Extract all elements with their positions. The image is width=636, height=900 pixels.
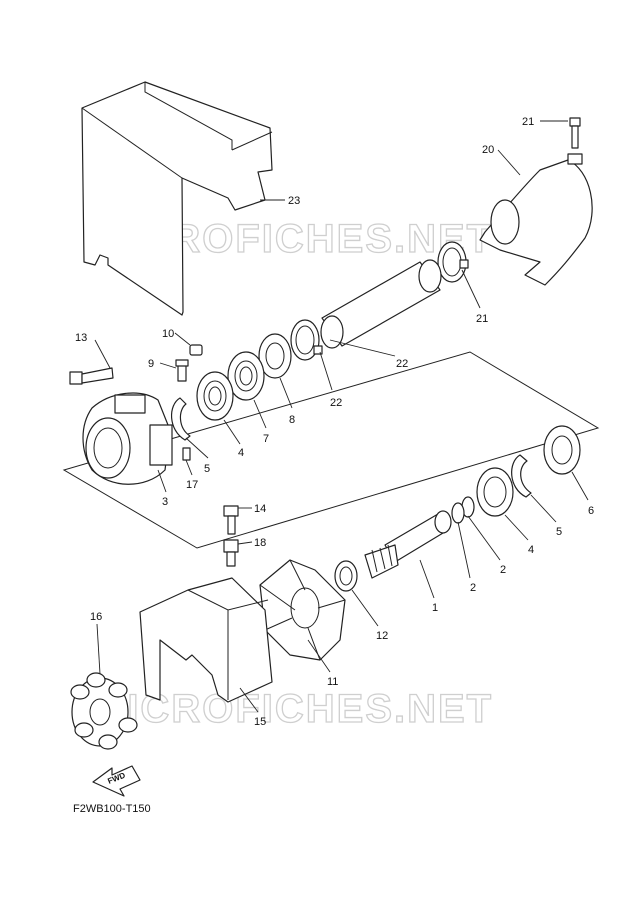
- part-4-bearing-lower: [476, 467, 514, 517]
- part-23-cover: [81, 81, 273, 316]
- assembly-frame: [62, 351, 600, 549]
- part-17-pin: [182, 447, 191, 461]
- callout-10: 10: [162, 328, 174, 340]
- part-10-cap: [189, 344, 203, 356]
- part-2-o-ring-b: [451, 502, 465, 524]
- callout-3: 3: [162, 496, 168, 508]
- callout-1: 1: [432, 602, 438, 614]
- part-7-bearing: [227, 351, 265, 401]
- callout-12: 12: [376, 630, 388, 642]
- part-3-housing: [82, 392, 173, 485]
- part-12-washer: [334, 560, 358, 592]
- callout-20: 21: [522, 116, 534, 128]
- part-21-clamp-lower: [290, 319, 323, 361]
- part-5-circlip-upper: [171, 397, 191, 441]
- part-5-circlip-lower: [511, 454, 532, 498]
- diagram-code: F2WB100-T150: [73, 803, 151, 815]
- callout-23: 23: [288, 195, 300, 207]
- part-13-bolt: [69, 367, 114, 385]
- callout-19: 20: [482, 144, 494, 156]
- part-16-damper: [70, 672, 138, 750]
- part-8-seal: [258, 333, 292, 379]
- part-1-shaft: [364, 510, 452, 579]
- callout-22: 22: [396, 358, 408, 370]
- callout-4-upper: 4: [238, 447, 244, 459]
- callout-21-upper: 21: [476, 313, 488, 325]
- callout-11: 11: [327, 676, 338, 688]
- callout-13: 13: [75, 332, 87, 344]
- callout-16: 16: [90, 611, 102, 623]
- part-6-seal: [543, 425, 581, 475]
- part-9-grease-nipple: [175, 359, 189, 382]
- callout-4-lower: 4: [528, 544, 534, 556]
- leader-lines: [94, 120, 589, 713]
- part-22-hose: [320, 259, 442, 349]
- fwd-arrow-icon: FWD: [92, 765, 141, 797]
- part-19-cover: [479, 153, 593, 286]
- part-4-bearing-upper: [196, 371, 234, 421]
- callout-6: 6: [588, 505, 594, 517]
- callouts: 21 20 23 13 10 9 21 22 22 8 7 4 5 17 3 6…: [75, 116, 594, 728]
- callout-8: 8: [289, 414, 295, 426]
- callout-17: 17: [186, 479, 198, 491]
- callout-2-a: 2: [500, 564, 506, 576]
- callout-9: 9: [148, 358, 154, 370]
- callout-14: 14: [254, 503, 266, 515]
- callout-15: 15: [254, 716, 266, 728]
- part-20-bolt: [569, 117, 581, 149]
- part-21-clamp-upper: [437, 241, 469, 283]
- part-18-collar: [223, 539, 239, 567]
- part-15-cover: [139, 577, 273, 703]
- part-14-bolt: [223, 505, 239, 535]
- callout-5-lower: 5: [556, 526, 562, 538]
- callout-2-b: 2: [470, 582, 476, 594]
- callout-7: 7: [263, 433, 269, 445]
- callout-5-upper: 5: [204, 463, 210, 475]
- callout-21-lower: 22: [330, 397, 342, 409]
- part-11-coupler: [259, 559, 346, 661]
- callout-18: 18: [254, 537, 266, 549]
